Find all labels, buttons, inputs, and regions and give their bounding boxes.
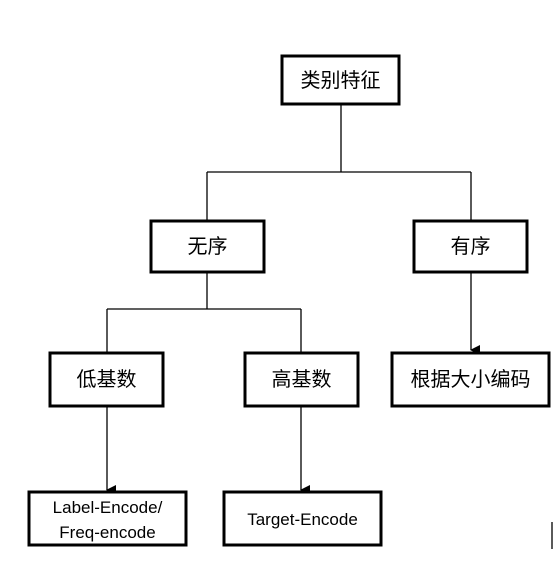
node-ordered: 有序 [412,219,529,274]
connectors [106,104,480,495]
node-high-cardinality-label: 高基数 [272,367,332,391]
node-high-cardinality: 高基数 [243,351,360,408]
node-unordered-label: 无序 [188,234,228,258]
node-by-magnitude-box [390,351,551,408]
node-target-encode-label: Target-Encode [247,510,358,529]
node-ordered-box [412,219,529,274]
node-root-box [280,54,401,106]
node-unordered-box [149,219,266,274]
node-low-cardinality-box [48,351,165,408]
node-target-encode-box [222,490,383,547]
node-by-magnitude-label: 根据大小编码 [411,367,531,391]
node-by-magnitude: 根据大小编码 [390,351,551,408]
node-label-freq-encode-box [27,490,188,547]
node-target-encode: Target-Encode [222,490,383,547]
node-unordered: 无序 [149,219,266,274]
node-ordered-label: 有序 [451,234,491,258]
node-label-freq-encode-line2: Freq-encode [59,523,155,542]
node-low-cardinality-label: 低基数 [77,367,137,391]
node-low-cardinality: 低基数 [48,351,165,408]
node-label-freq-encode-line1: Label-Encode/ [53,498,163,517]
node-root: 类别特征 [280,54,401,106]
node-label-freq-encode: Label-Encode/ Freq-encode [27,490,188,547]
node-root-label: 类别特征 [301,68,381,92]
node-high-cardinality-box [243,351,360,408]
